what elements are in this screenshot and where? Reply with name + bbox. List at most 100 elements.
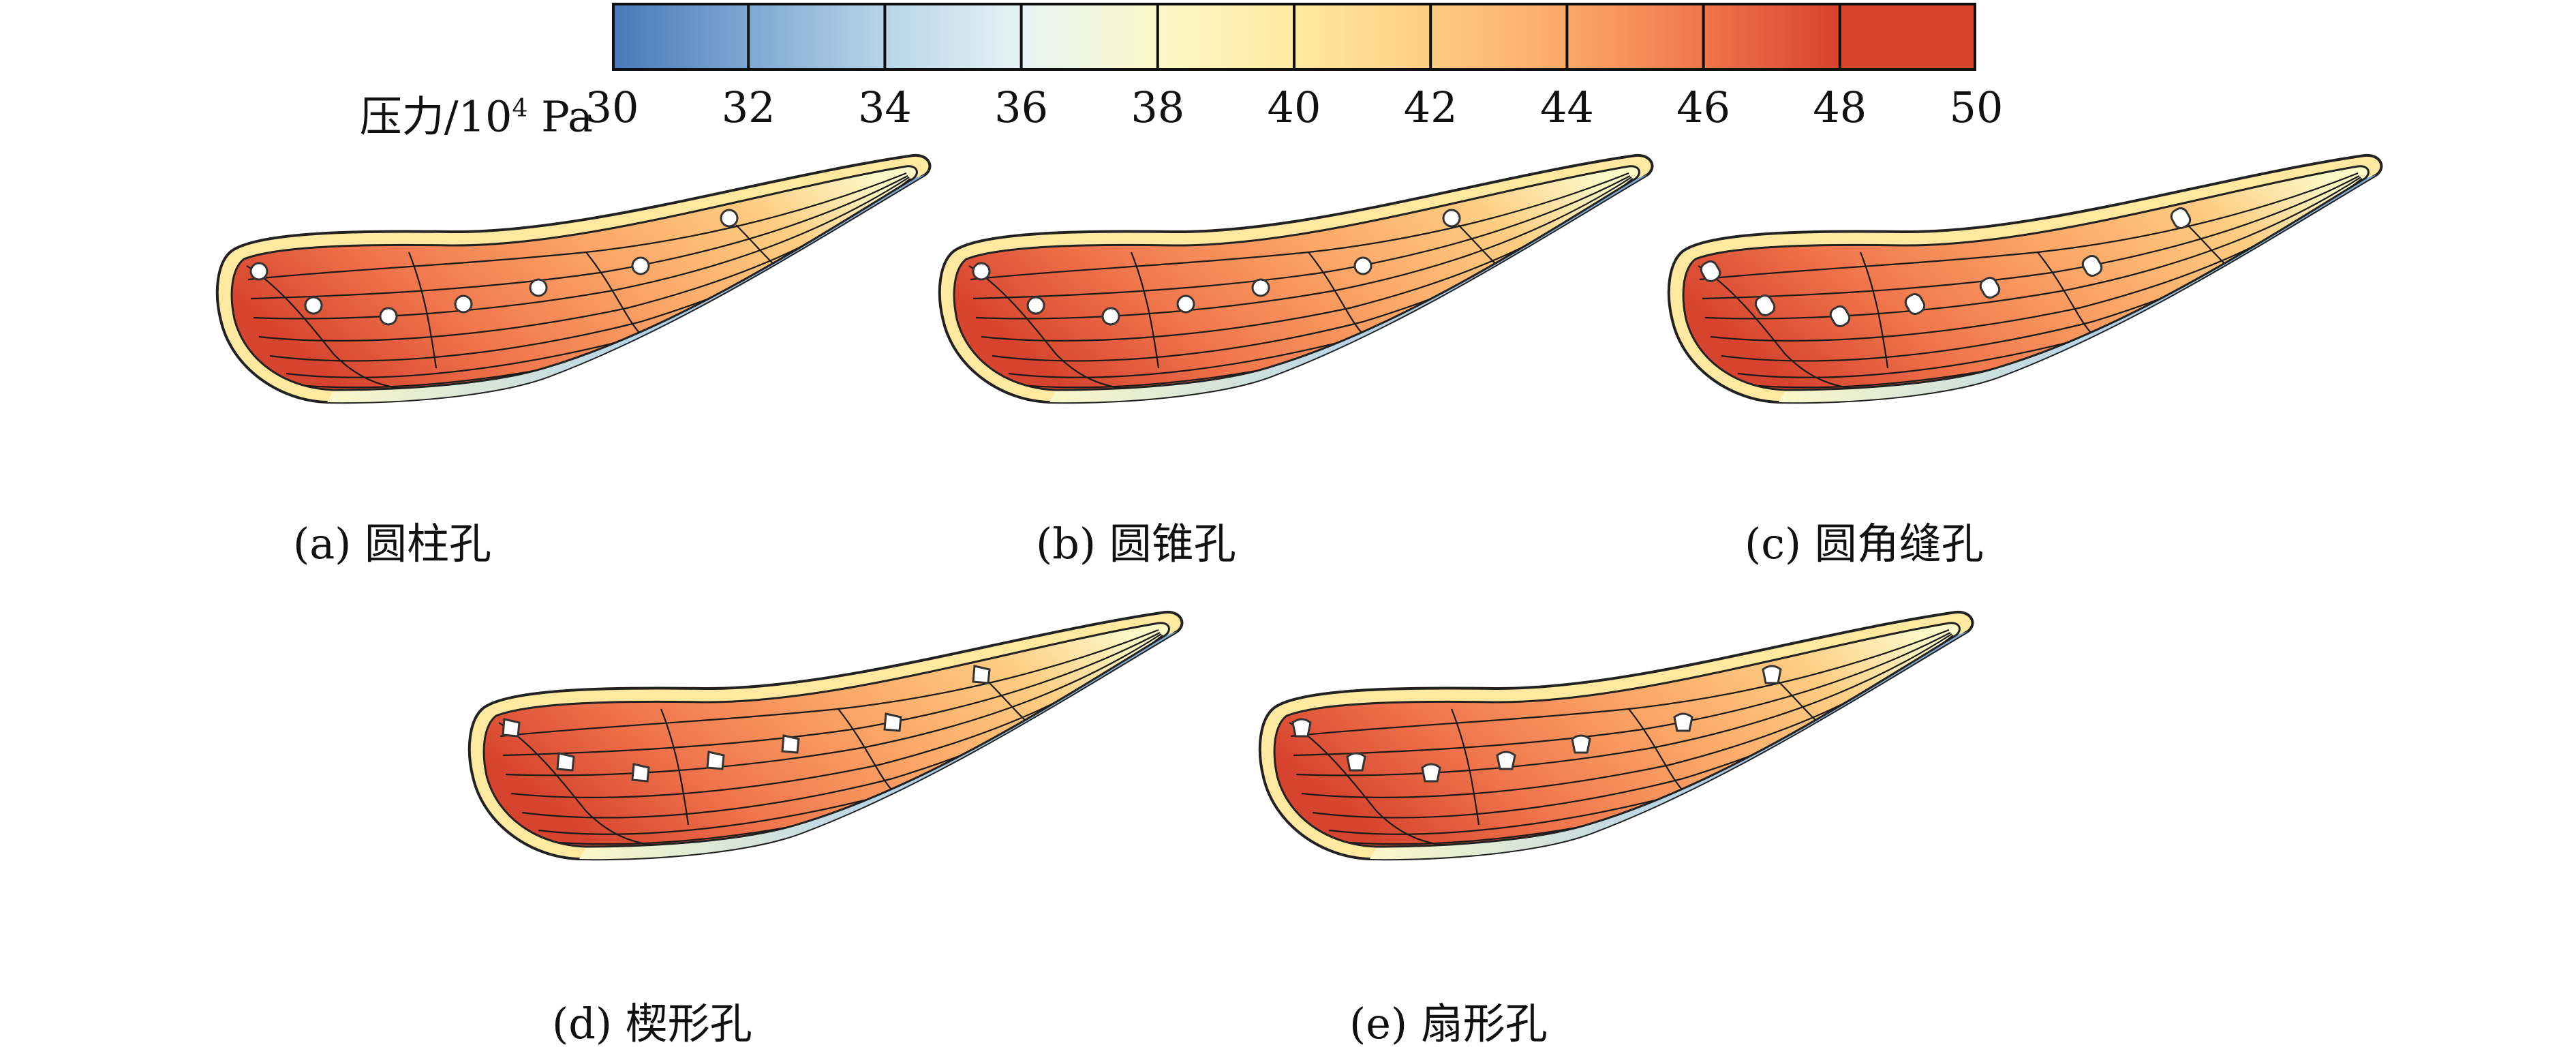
film-cooling-hole xyxy=(706,751,725,770)
blade-pressure-contour-d xyxy=(467,610,1184,861)
streamline xyxy=(1859,252,1889,369)
colorbar-tick-label: 40 xyxy=(1267,82,1321,132)
blade-pressure-field xyxy=(230,165,918,391)
film-cooling-hole xyxy=(304,296,323,315)
colorbar-tick-label: 48 xyxy=(1813,82,1867,132)
film-cooling-hole xyxy=(1754,294,1776,316)
colorbar-label-exponent: 4 xyxy=(512,95,528,123)
colorbar-label: 压力/104 Pa xyxy=(320,82,593,142)
colorbar-tick-label: 30 xyxy=(585,82,639,132)
streamline xyxy=(660,708,690,826)
colorbar-segment xyxy=(1839,3,1976,71)
film-cooling-hole xyxy=(1496,751,1516,770)
panel-d-wedge-hole xyxy=(457,607,1220,961)
film-cooling-hole xyxy=(454,294,473,314)
caption-a: (a) 圆柱孔 xyxy=(293,519,492,569)
film-cooling-hole xyxy=(1571,734,1591,754)
streamline xyxy=(408,252,438,369)
colorbar-tick-label: 42 xyxy=(1403,82,1458,132)
streamline xyxy=(246,265,403,390)
streamline xyxy=(1702,175,2360,300)
blade-pressure-field xyxy=(482,622,1170,848)
film-cooling-hole xyxy=(1979,277,2001,299)
colorbar-segment xyxy=(612,3,749,71)
caption-c: (c) 圆角缝孔 xyxy=(1745,519,1984,569)
colorbar-tick-label: 34 xyxy=(857,82,912,132)
streamline xyxy=(585,252,641,335)
blade-pressure-field xyxy=(953,165,1640,391)
colorbar-tick-label: 46 xyxy=(1676,82,1731,132)
streamline xyxy=(250,175,908,300)
film-cooling-hole xyxy=(1251,278,1270,297)
streamline xyxy=(498,722,655,847)
film-cooling-hole xyxy=(1026,296,1045,315)
film-cooling-hole xyxy=(1421,763,1441,783)
blade-pressure-contour-c xyxy=(1667,153,2383,404)
film-cooling-hole xyxy=(1346,752,1366,772)
colorbar-segment xyxy=(1567,3,1704,71)
colorbar-tick-label: 32 xyxy=(721,82,776,132)
film-cooling-hole xyxy=(1101,307,1120,326)
film-cooling-hole xyxy=(529,278,548,297)
blade-pressure-field xyxy=(1682,165,2370,391)
colorbar-segment xyxy=(1703,3,1841,71)
streamline xyxy=(1308,252,1364,335)
blade-pressure-field xyxy=(1273,622,1961,848)
streamline xyxy=(1293,632,1951,757)
colorbar-label-unit: Pa xyxy=(527,91,593,142)
blade-pressure-contour-b xyxy=(938,153,1654,404)
film-cooling-hole xyxy=(502,718,521,738)
colorbar-segment xyxy=(748,3,885,71)
colorbar-segment xyxy=(1430,3,1567,71)
caption-e: (e) 扇形孔 xyxy=(1349,999,1548,1048)
film-cooling-hole xyxy=(781,734,800,754)
streamline xyxy=(1450,708,1480,826)
film-cooling-hole xyxy=(1700,260,1721,282)
streamline xyxy=(1289,722,1445,847)
caption-b: (b) 圆锥孔 xyxy=(1036,519,1236,569)
colorbar-tick-label: 44 xyxy=(1539,82,1594,132)
streamline xyxy=(2037,252,2093,335)
colorbar-frame xyxy=(612,3,1976,71)
streamline xyxy=(1130,252,1160,369)
film-cooling-hole xyxy=(1762,665,1782,684)
film-cooling-hole xyxy=(1829,305,1851,327)
colorbar-tick-label: 50 xyxy=(1949,82,2004,132)
film-cooling-hole xyxy=(1904,293,1926,315)
film-cooling-hole xyxy=(2081,255,2103,277)
film-cooling-hole xyxy=(1353,256,1373,275)
film-cooling-hole xyxy=(720,209,739,228)
streamline xyxy=(502,632,1161,757)
panel-c-rounded-slot-hole xyxy=(1656,150,2419,504)
film-cooling-hole xyxy=(883,712,902,732)
streamline xyxy=(972,175,1631,300)
streamline xyxy=(1628,708,1684,791)
streamline xyxy=(1698,265,1854,390)
colorbar-label-text: 压力/10 xyxy=(359,91,512,142)
film-cooling-hole xyxy=(379,307,398,326)
blade-pressure-contour-a xyxy=(215,153,932,404)
film-cooling-hole xyxy=(2170,207,2192,229)
film-cooling-hole xyxy=(631,256,650,275)
film-cooling-hole xyxy=(556,752,575,772)
colorbar-tick-label: 36 xyxy=(994,82,1049,132)
colorbar-segment xyxy=(885,3,1022,71)
panel-a-cylindrical-hole xyxy=(204,150,968,504)
pressure-colorbar xyxy=(612,3,1976,71)
colorbar-segment xyxy=(1294,3,1431,71)
film-cooling-hole xyxy=(1176,294,1195,314)
film-cooling-hole xyxy=(1291,718,1312,738)
panel-b-conical-hole xyxy=(927,150,1690,504)
colorbar-segment xyxy=(1157,3,1295,71)
film-cooling-hole xyxy=(972,665,991,684)
film-cooling-hole xyxy=(1673,712,1693,732)
colorbar-tick-label: 38 xyxy=(1131,82,1185,132)
film-cooling-hole xyxy=(1442,209,1461,228)
streamline xyxy=(838,708,893,791)
colorbar-segment xyxy=(1021,3,1159,71)
film-cooling-hole xyxy=(249,262,269,281)
streamline xyxy=(968,265,1125,390)
film-cooling-hole xyxy=(631,763,650,783)
caption-d: (d) 楔形孔 xyxy=(552,999,752,1048)
panel-e-fan-hole xyxy=(1247,607,2010,961)
